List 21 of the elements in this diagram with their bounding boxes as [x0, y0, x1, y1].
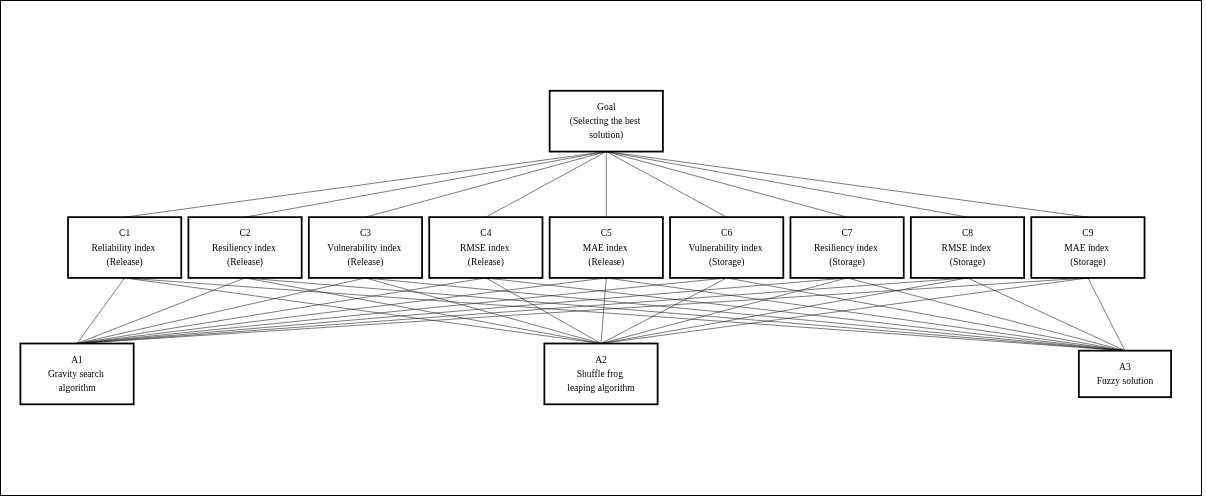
- connector: [485, 151, 607, 218]
- connector: [1087, 278, 1126, 352]
- node-box: C2 Resiliency index (Release): [187, 216, 303, 280]
- node-box: C4 RMSE index (Release): [428, 216, 544, 280]
- connector: [605, 151, 727, 218]
- node-box: C6 Vulnerability index (Storage): [669, 216, 785, 280]
- connector: [76, 278, 125, 345]
- node-box: A3 Fuzzy solution: [1077, 350, 1172, 399]
- node-box: C9 MAE index (Storage): [1030, 216, 1146, 280]
- node-box: Goal (Selecting the best solution): [548, 90, 664, 153]
- node-box: A2 Shuffle frog leaping algorithm: [543, 343, 659, 406]
- connector: [76, 278, 727, 345]
- node-box: C3 Vulnerability index (Release): [307, 216, 423, 280]
- node-box: C7 Resiliency index (Storage): [789, 216, 905, 280]
- node-box: A1 Gravity search algorithm: [19, 343, 135, 406]
- node-box: C1 Reliability index (Release): [67, 216, 183, 280]
- connector: [600, 278, 727, 345]
- node-box: C5 MAE index (Release): [548, 216, 664, 280]
- connector: [605, 151, 607, 218]
- connector: [600, 278, 607, 345]
- node-box: C8 RMSE index (Storage): [909, 216, 1025, 280]
